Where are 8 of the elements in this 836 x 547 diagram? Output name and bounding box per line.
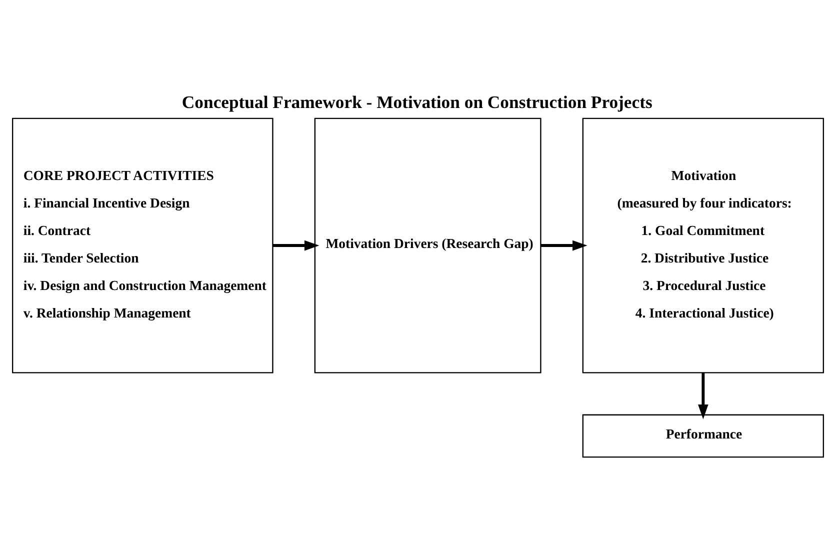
node-box: Motivation Drivers (Research Gap) (314, 117, 542, 373)
node-box: Performance (582, 414, 824, 458)
arrow (272, 240, 320, 250)
arrow (698, 372, 708, 419)
diagram-title: Conceptual Framework - Motivation on Construction Projects (182, 92, 652, 112)
node-box: CORE PROJECT ACTIVITIES i. Financial Incentive Design ii. Contract iii. Tender Selection iv. Design and Construction Management v. Relationship Management (12, 117, 274, 373)
arrow (540, 240, 588, 250)
node-box: Motivation (measured by four indicators: 1. Goal Commitment 2. Distributive Justice 3. Procedural Justice 4. Interactional Justice) (582, 117, 824, 373)
